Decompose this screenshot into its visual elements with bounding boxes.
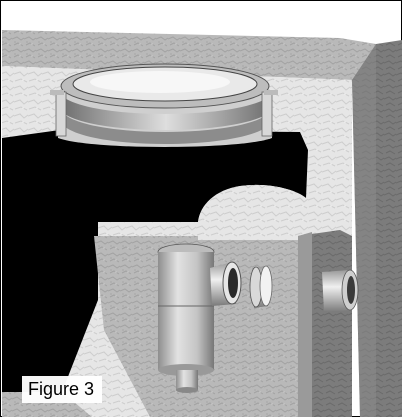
figure-caption: Figure 3 [22, 376, 103, 403]
cover-assembly [50, 63, 278, 147]
pipe-fitting [157, 243, 359, 393]
